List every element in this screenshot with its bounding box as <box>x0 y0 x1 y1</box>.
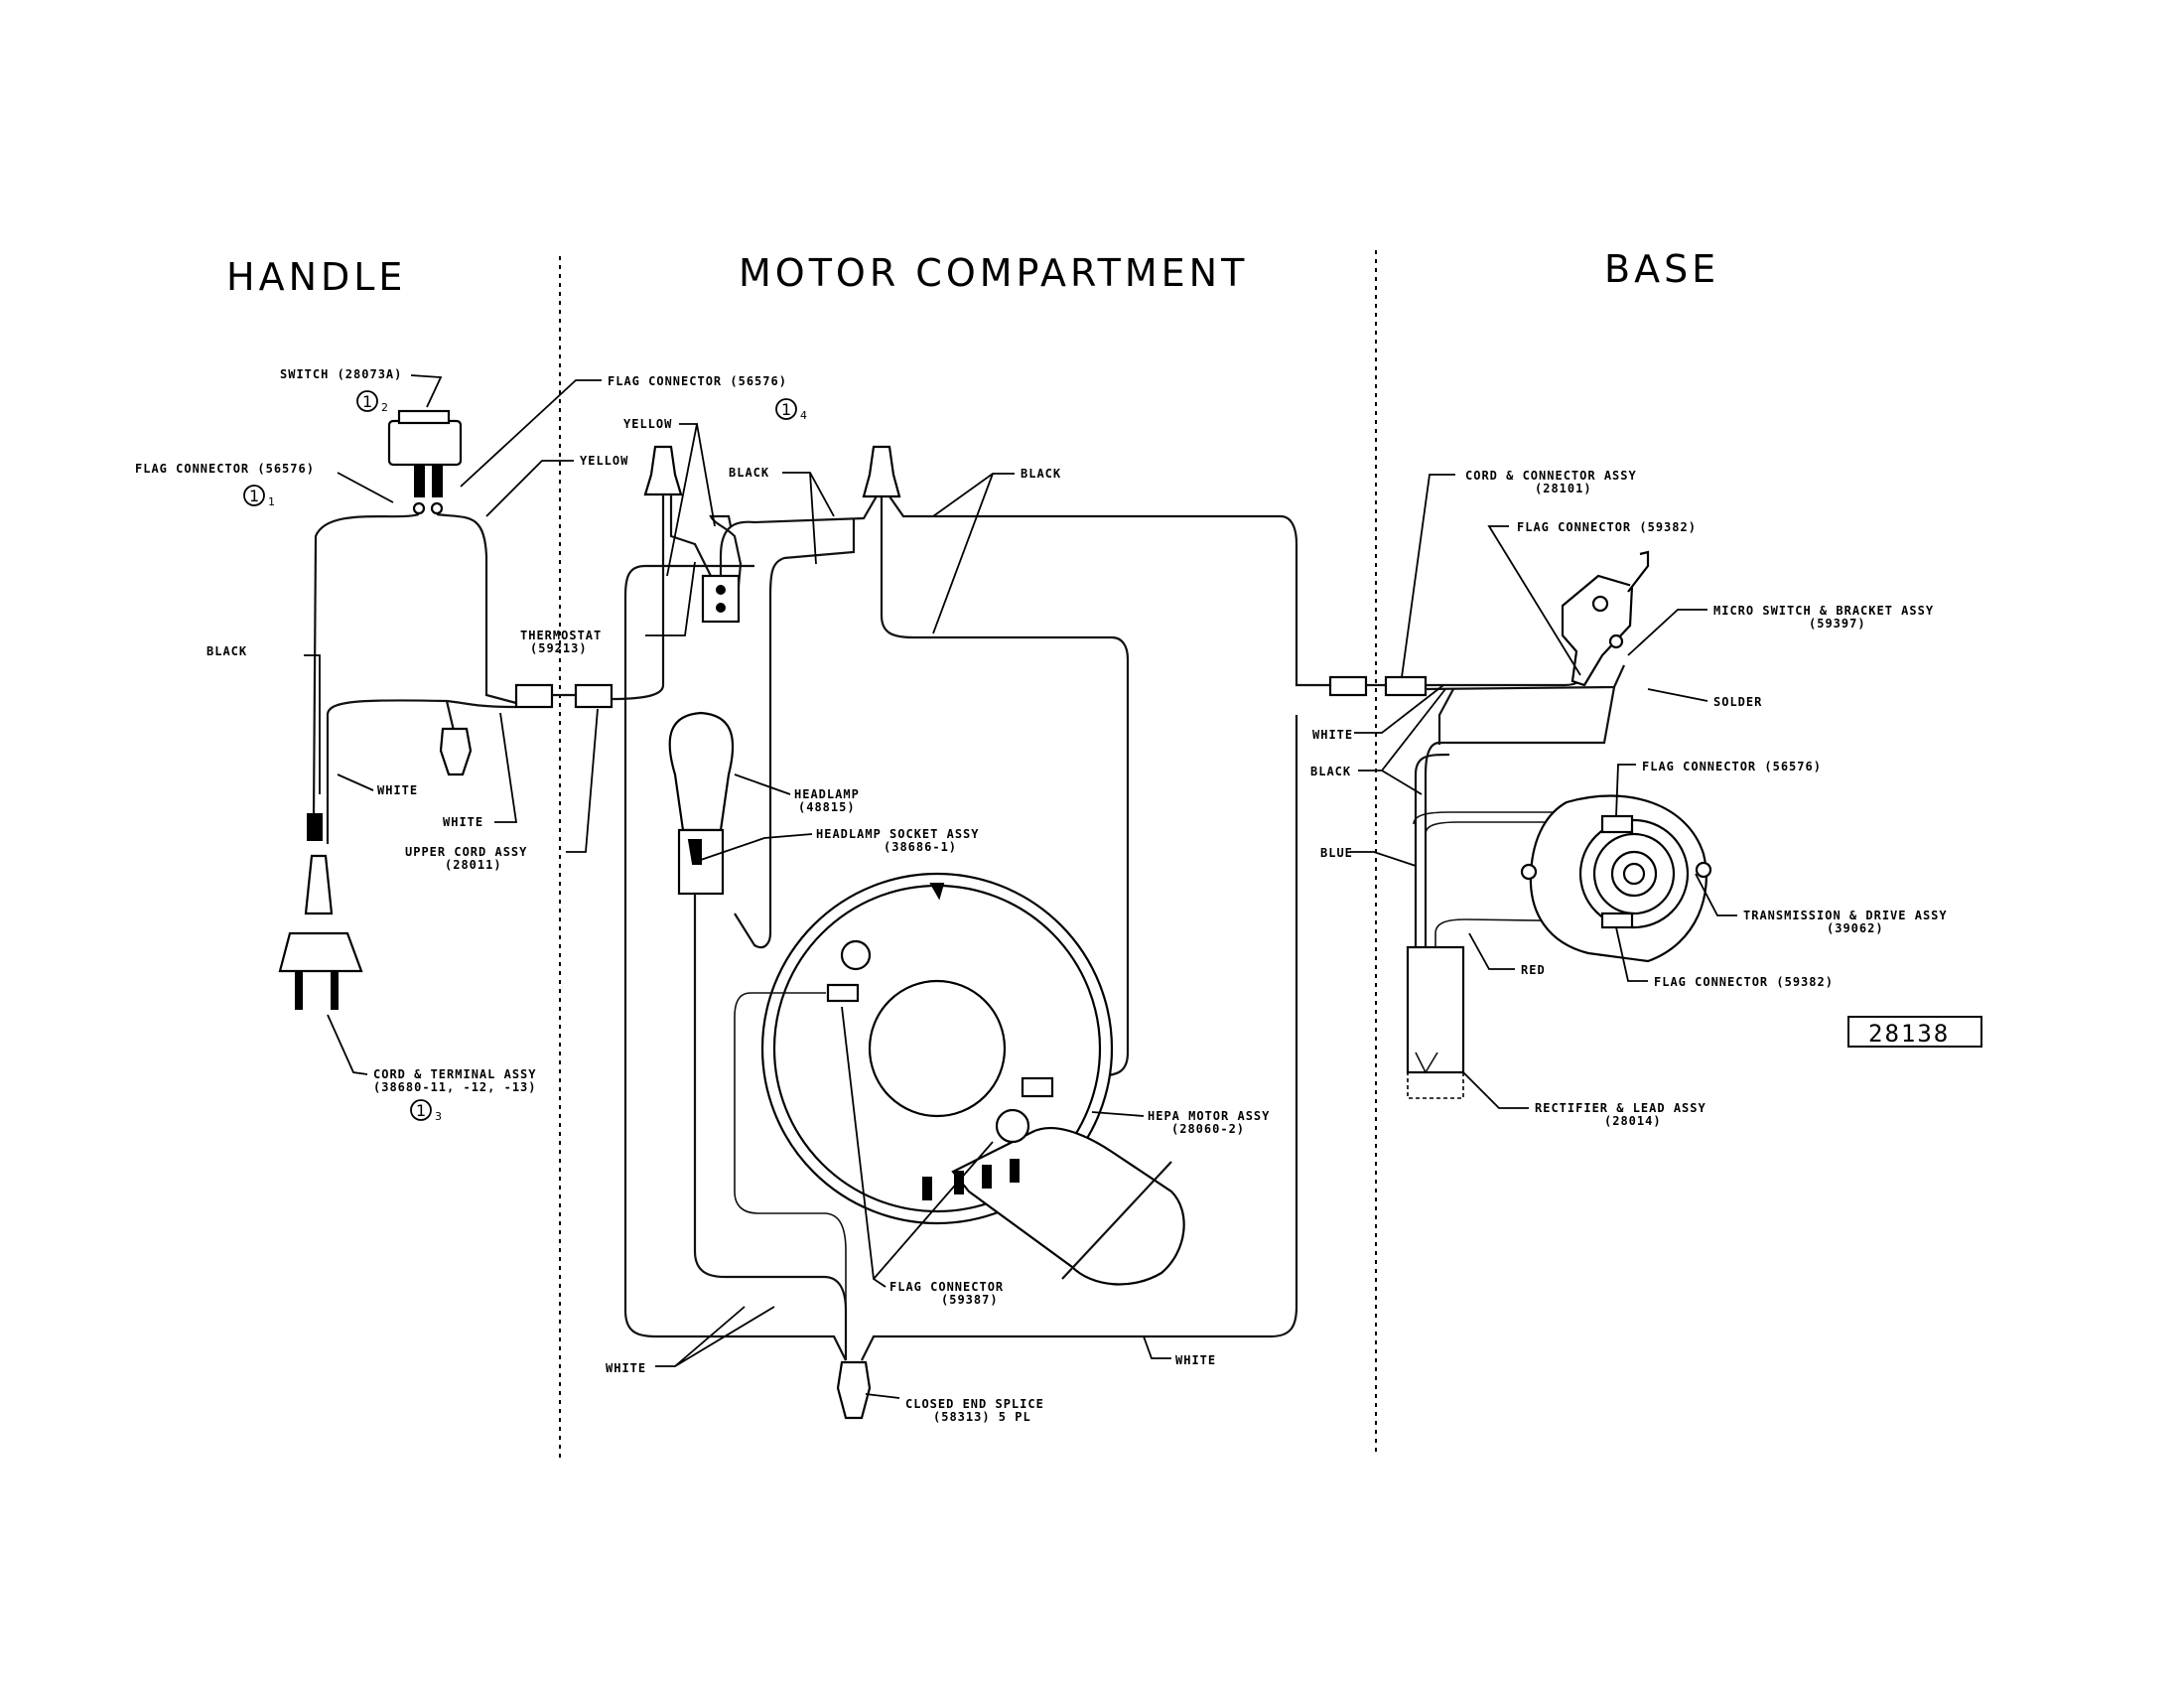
note-symbol-4: 1 4 <box>775 398 807 422</box>
reference-number: 28138 <box>1868 1020 1950 1048</box>
label-thermostat-part: (59213) <box>530 641 588 655</box>
label-flag-connector-59387: FLAG CONNECTOR <box>889 1280 1004 1294</box>
svg-text:1: 1 <box>781 400 791 419</box>
label-white-motor-left: WHITE <box>606 1361 646 1375</box>
svg-text:1: 1 <box>362 392 372 411</box>
label-upper-cord: UPPER CORD ASSY <box>405 845 527 859</box>
section-title-base: BASE <box>1604 247 1719 291</box>
section-title-motor: MOTOR COMPARTMENT <box>739 251 1248 295</box>
base-cord-connector-left <box>1328 675 1368 697</box>
label-flag-connector-56576-base: FLAG CONNECTOR (56576) <box>1642 760 1822 773</box>
label-closed-end-splice-part: (58313) 5 PL <box>933 1410 1031 1424</box>
label-cord-connector: CORD & CONNECTOR ASSY <box>1465 469 1637 483</box>
yellow-splice <box>643 445 683 496</box>
label-flag-connector-59387-part: (59387) <box>941 1293 999 1307</box>
label-headlamp: HEADLAMP <box>794 787 860 801</box>
motor-section <box>611 445 1330 1420</box>
handle-section <box>278 409 614 1010</box>
label-thermostat: THERMOSTAT <box>520 629 602 642</box>
label-flag-connector-56576-top: FLAG CONNECTOR (56576) <box>608 374 787 388</box>
closed-end-splice <box>836 1360 872 1420</box>
upper-cord-connector-right <box>574 683 614 709</box>
headlamp-component <box>668 711 848 1360</box>
thermostat-component <box>701 574 741 624</box>
plug-body <box>278 931 363 973</box>
labels: SWITCH (28073A) FLAG CONNECTOR (56576) F… <box>135 367 1948 1424</box>
section-title-handle: HANDLE <box>226 255 406 299</box>
label-yellow-motor: YELLOW <box>623 417 672 431</box>
label-black-motor-right: BLACK <box>1021 467 1061 481</box>
base-cord-connector-right <box>1384 675 1428 697</box>
label-headlamp-socket-part: (38686-1) <box>884 840 957 854</box>
label-transmission-part: (39062) <box>1827 921 1884 935</box>
label-hepa-motor-part: (28060-2) <box>1171 1122 1245 1136</box>
label-micro-switch: MICRO SWITCH & BRACKET ASSY <box>1713 604 1934 618</box>
svg-text:2: 2 <box>381 401 388 414</box>
svg-text:4: 4 <box>800 409 807 422</box>
svg-text:1: 1 <box>268 495 275 508</box>
note-symbol-2: 1 2 <box>356 390 388 414</box>
label-transmission: TRANSMISSION & DRIVE ASSY <box>1743 909 1948 922</box>
svg-text:1: 1 <box>416 1101 426 1120</box>
rectifier-component <box>1406 945 1465 1099</box>
label-closed-end-splice: CLOSED END SPLICE <box>905 1397 1044 1411</box>
note-symbol-1: 1 1 <box>243 485 275 508</box>
note-symbol-3: 1 3 <box>410 1099 442 1123</box>
label-headlamp-socket: HEADLAMP SOCKET ASSY <box>816 827 980 841</box>
label-white-handle-2: WHITE <box>443 815 483 829</box>
transmission-component <box>1520 794 1712 963</box>
label-flag-connector-59382-bottom: FLAG CONNECTOR (59382) <box>1654 975 1834 989</box>
label-cord-connector-part: (28101) <box>1535 482 1592 495</box>
label-white-handle-1: WHITE <box>377 783 418 797</box>
label-white-base: WHITE <box>1312 728 1353 742</box>
upper-cord-connector-left <box>514 683 554 709</box>
label-micro-switch-part: (59397) <box>1809 617 1866 631</box>
svg-text:3: 3 <box>435 1110 442 1123</box>
label-solder: SOLDER <box>1713 695 1762 709</box>
label-rectifier-part: (28014) <box>1604 1114 1662 1128</box>
svg-text:1: 1 <box>249 487 259 505</box>
label-red: RED <box>1521 963 1546 977</box>
label-white-motor-right: WHITE <box>1175 1353 1216 1367</box>
black-splice <box>862 445 901 498</box>
label-flag-connector-59382-top: FLAG CONNECTOR (59382) <box>1517 520 1697 534</box>
label-headlamp-part: (48815) <box>798 800 856 814</box>
label-flag-connector-56576-left: FLAG CONNECTOR (56576) <box>135 462 315 476</box>
label-upper-cord-part: (28011) <box>445 858 502 872</box>
label-cord-terminal: CORD & TERMINAL ASSY <box>373 1067 537 1081</box>
base-section <box>1328 550 1712 1099</box>
leader-lines <box>304 374 1737 1399</box>
label-switch: SWITCH (28073A) <box>280 367 402 381</box>
label-yellow-handle: YELLOW <box>580 454 628 468</box>
label-cord-terminal-part: (38680-11, -12, -13) <box>373 1080 537 1094</box>
label-blue: BLUE <box>1320 846 1353 860</box>
micro-switch-component <box>1561 550 1650 687</box>
note-symbols: 1 2 1 1 1 3 1 4 <box>243 390 807 1123</box>
reference-number-box: 28138 <box>1847 1016 1982 1048</box>
label-black-base: BLACK <box>1310 765 1351 778</box>
label-hepa-motor: HEPA MOTOR ASSY <box>1148 1109 1270 1123</box>
handle-splice <box>439 727 473 776</box>
label-black-handle: BLACK <box>206 644 247 658</box>
label-rectifier: RECTIFIER & LEAD ASSY <box>1535 1101 1706 1115</box>
label-black-motor-left: BLACK <box>729 466 769 480</box>
switch-component <box>387 409 463 515</box>
